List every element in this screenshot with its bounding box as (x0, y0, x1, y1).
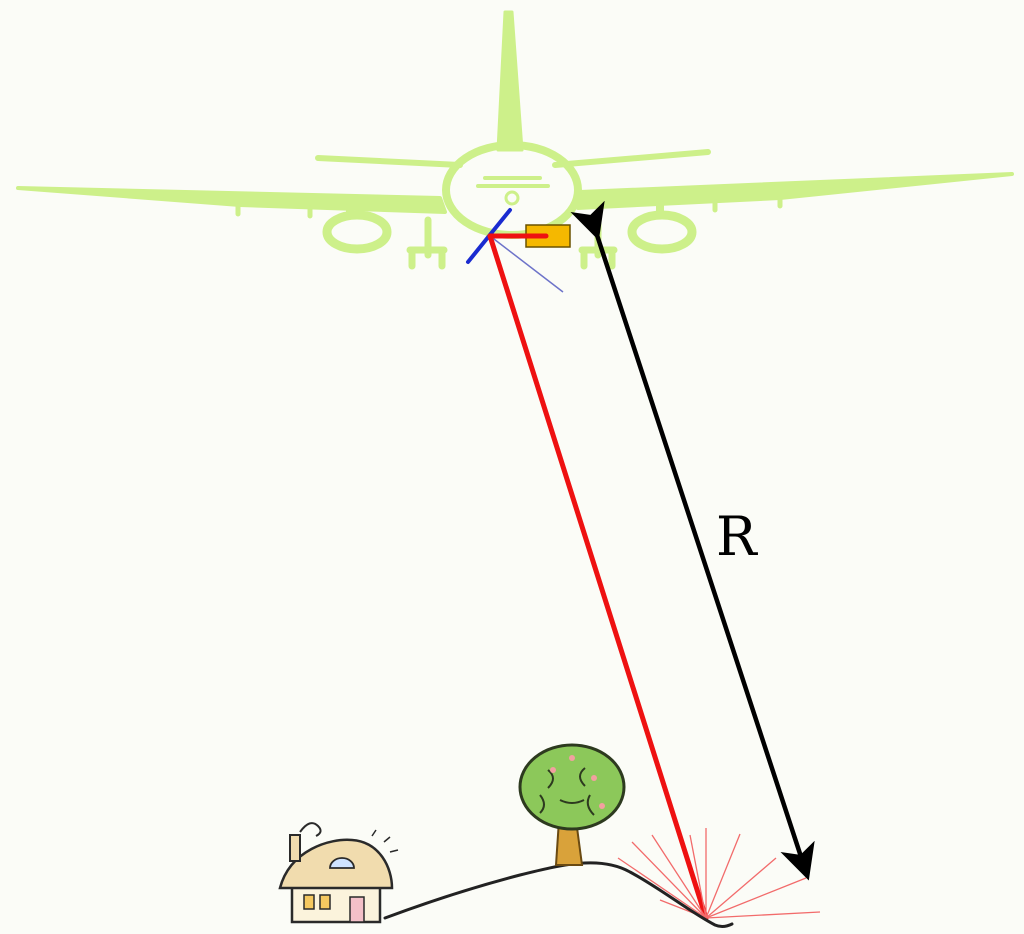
range-arrow (570, 200, 815, 881)
nose-detail (504, 190, 520, 206)
left-engine (322, 210, 392, 254)
fuselage (442, 141, 582, 239)
tail-fin (496, 10, 524, 152)
cockpit-windows (476, 176, 550, 188)
right-wing (576, 172, 1014, 210)
terrain-profile (383, 861, 734, 929)
tree-icon (518, 743, 626, 866)
right-engine (627, 210, 697, 254)
mirror-normal-line (489, 235, 564, 293)
airplane-icon (16, 10, 1014, 270)
backscatter-rays (617, 828, 821, 919)
horizontal-stabilizer (315, 149, 711, 168)
wing-flap-tracks (235, 195, 783, 219)
left-landing-gear (406, 216, 448, 270)
range-label: R (716, 505, 758, 568)
house-icon (278, 822, 399, 924)
left-wing (16, 186, 447, 214)
